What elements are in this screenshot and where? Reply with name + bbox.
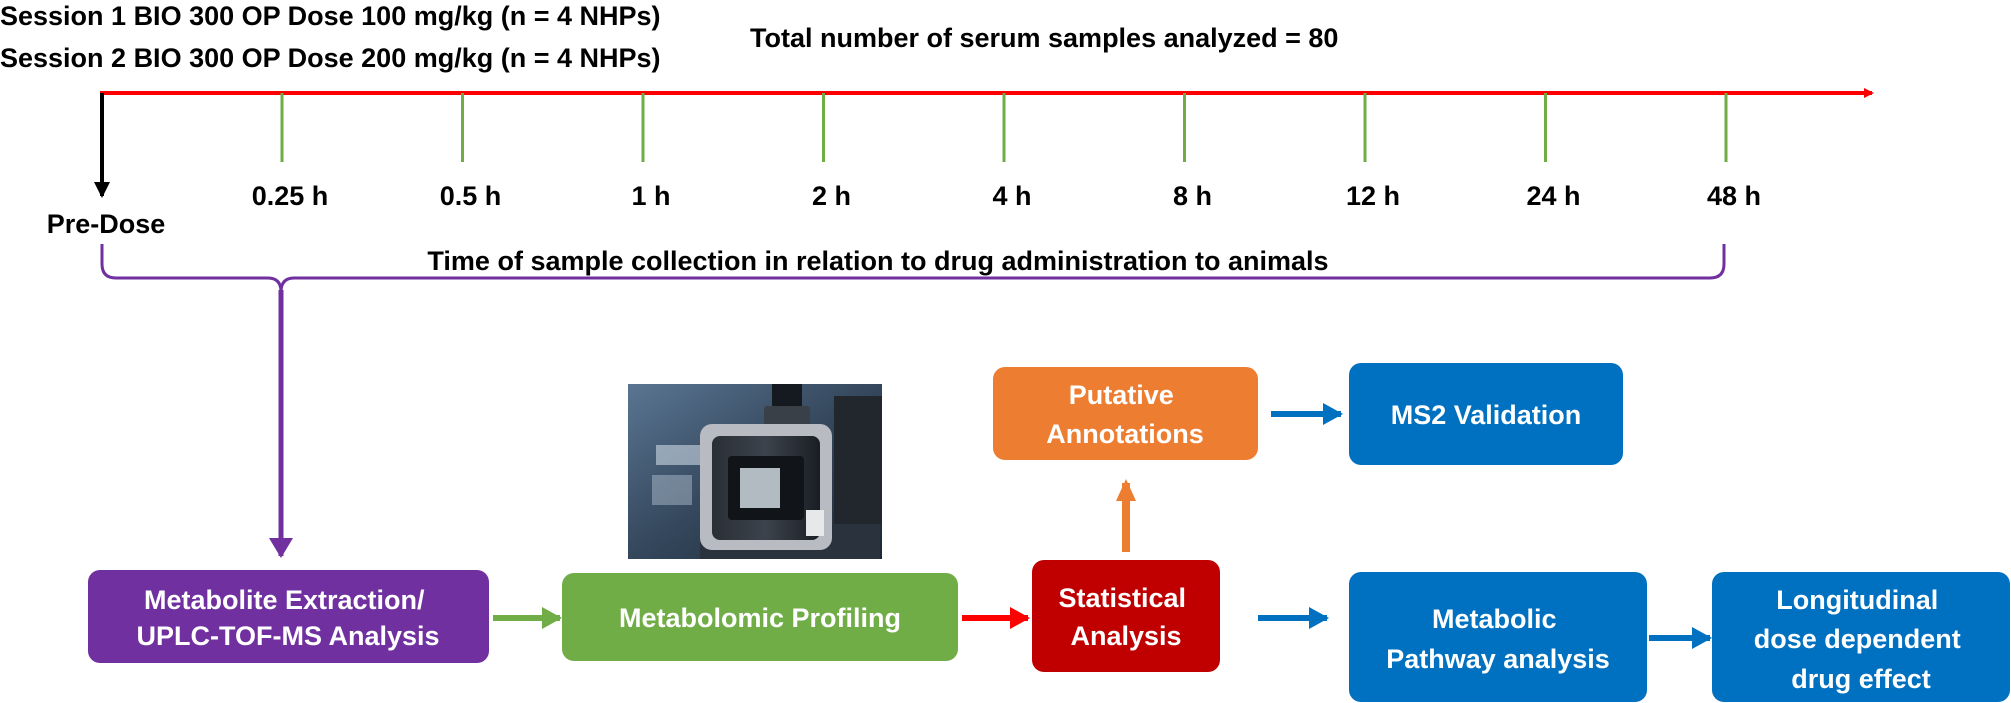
extraction-box: [88, 570, 489, 663]
time-point-label: 0.5 h: [440, 181, 502, 211]
total-samples-label: Total number of serum samples analyzed =…: [750, 23, 1338, 53]
longitudinal-box: [1712, 572, 2010, 702]
time-point-label: 0.25 h: [252, 181, 329, 211]
time-point-label: 8 h: [1173, 181, 1212, 211]
ms2-label: MS2 Validation: [1391, 400, 1582, 430]
time-point-label: 48 h: [1707, 181, 1761, 211]
collection-caption: Time of sample collection in relation to…: [427, 246, 1328, 276]
extraction-label: Metabolite Extraction/ UPLC-TOF-MS Analy…: [136, 585, 439, 651]
pathway-box: [1349, 572, 1647, 702]
time-point-label: 24 h: [1526, 181, 1580, 211]
putative-label: Putative Annotations: [1046, 380, 1203, 449]
putative-box: [993, 367, 1258, 460]
time-point-label: 12 h: [1346, 181, 1400, 211]
profiling-label: Metabolomic Profiling: [619, 603, 901, 633]
session2-label: Session 2 BIO 300 OP Dose 200 mg/kg (n =…: [0, 43, 661, 73]
time-point-label: 2 h: [812, 181, 851, 211]
pathway-label: Metabolic Pathway analysis: [1386, 604, 1610, 674]
profiling-box: [562, 573, 958, 661]
time-point-label: 1 h: [631, 181, 670, 211]
timeline-ticks: 0.25 h 0.5 h 1 h 2 h 4 h 8 h 12 h 24 h 48 h: [252, 93, 1761, 211]
time-point-label: 4 h: [992, 181, 1031, 211]
statistical-label: Statistical Analysis: [1058, 583, 1193, 651]
session1-label: Session 1 BIO 300 OP Dose 100 mg/kg (n =…: [0, 1, 661, 31]
mass-spectrometer-image: [628, 384, 882, 559]
statistical-box: [1032, 560, 1220, 672]
predose-label: Pre-Dose: [47, 209, 166, 239]
longitudinal-label: Longitudinal dose dependent drug effect: [1754, 585, 1969, 694]
ms2-box: [1349, 363, 1623, 465]
